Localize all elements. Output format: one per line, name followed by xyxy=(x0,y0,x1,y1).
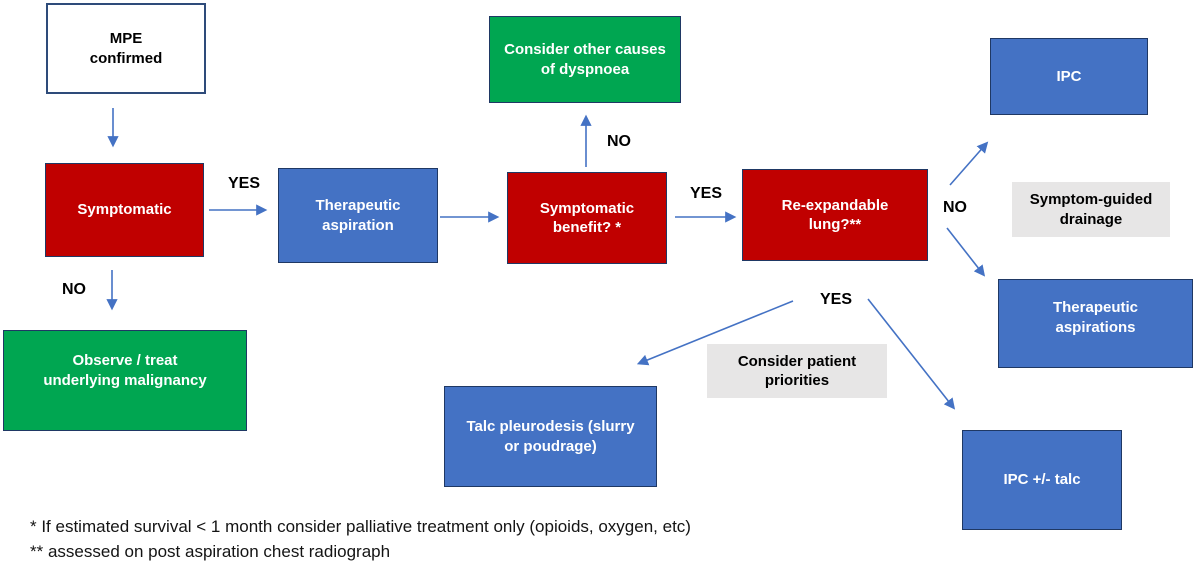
node-label: Symptomatic xyxy=(77,201,172,219)
node-label: Consider patient priorities xyxy=(737,352,857,390)
node-label: Therapeutic aspiration xyxy=(315,197,401,234)
node-label: IPC +/- talc xyxy=(1003,471,1081,489)
edge-label-no-expandable: NO xyxy=(943,199,967,216)
node-label: Re-expandable lung?** xyxy=(781,196,889,234)
edge-label-no-symptomatic: NO xyxy=(62,281,86,298)
node-consider-patient-priorities: Consider patient priorities xyxy=(707,344,887,398)
node-label: Symptom-guided drainage xyxy=(1029,191,1153,228)
node-symptomatic: Symptomatic xyxy=(45,163,204,257)
node-consider-other-causes: Consider other causes of dyspnoea xyxy=(489,16,681,103)
arrow-reexpandable-no-to-aspirations xyxy=(946,227,986,277)
node-label: Consider other causes of dyspnoea xyxy=(504,41,666,78)
node-mpe-confirmed: MPE confirmed xyxy=(46,3,206,94)
node-ipc-talc: IPC +/- talc xyxy=(962,430,1122,530)
arrow-reexpandable-no-to-ipc xyxy=(949,141,989,186)
node-symptom-guided-drainage: Symptom-guided drainage xyxy=(1012,182,1170,237)
footnotes: * If estimated survival < 1 month consid… xyxy=(30,514,691,564)
node-label: Symptomatic benefit? * xyxy=(539,199,635,237)
node-label: Talc pleurodesis (slurry or poudrage) xyxy=(466,418,635,455)
node-therapeutic-aspirations: Therapeutic aspirations xyxy=(998,279,1193,368)
node-talc-pleurodesis: Talc pleurodesis (slurry or poudrage) xyxy=(444,386,657,487)
node-therapeutic-aspiration: Therapeutic aspiration xyxy=(278,168,438,263)
edge-label-yes-expandable: YES xyxy=(820,291,853,308)
node-label: Observe / treat underlying malignancy xyxy=(43,352,207,389)
edge-label-yes-benefit: YES xyxy=(690,185,723,202)
footnote-survival: * If estimated survival < 1 month consid… xyxy=(30,517,691,536)
node-label: MPE confirmed xyxy=(89,30,163,67)
node-ipc: IPC xyxy=(990,38,1148,115)
node-symptomatic-benefit: Symptomatic benefit? * xyxy=(507,172,667,264)
edge-label-no-benefit: NO xyxy=(607,133,631,150)
node-label: IPC xyxy=(1056,67,1082,85)
footnote-radiograph: ** assessed on post aspiration chest rad… xyxy=(30,542,391,561)
edge-label-yes-symptomatic: YES xyxy=(228,175,261,192)
node-label: Therapeutic aspirations xyxy=(1052,299,1139,336)
node-observe-treat-malignancy: Observe / treat underlying malignancy xyxy=(3,330,247,431)
node-re-expandable-lung: Re-expandable lung?** xyxy=(742,169,928,261)
